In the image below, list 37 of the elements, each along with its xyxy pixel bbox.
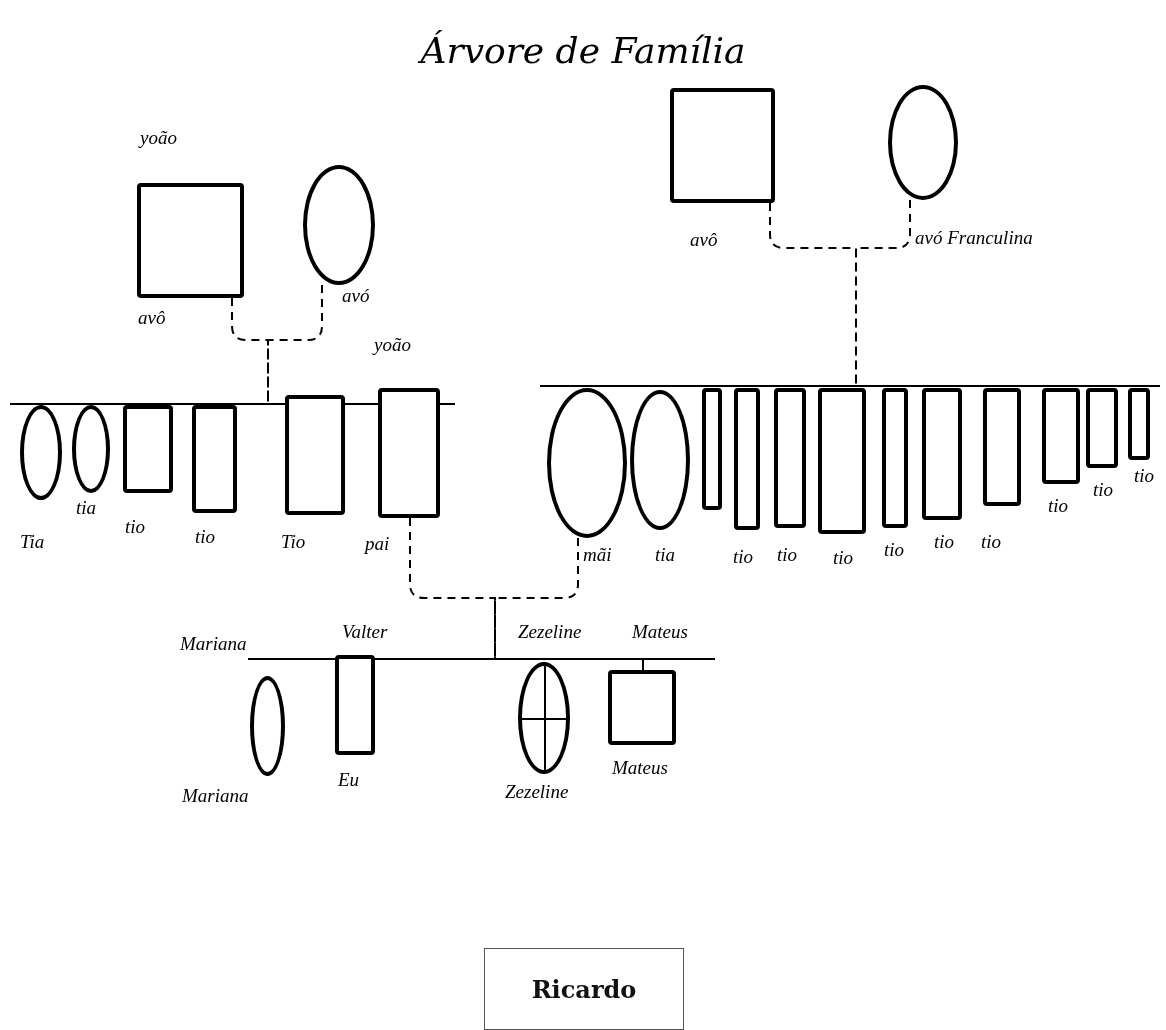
dashed-connector: [855, 199, 911, 386]
name-label: avó Franculina: [915, 226, 1033, 250]
name-label: tio: [934, 530, 955, 554]
name-label: Tio: [281, 530, 306, 554]
name-label: pai: [365, 532, 390, 556]
name-text: Ricardo: [531, 974, 637, 1004]
name-label: tio: [1134, 464, 1155, 488]
name-label: tio: [195, 525, 216, 549]
name-label: tio: [1093, 478, 1114, 502]
name-label: tio: [833, 546, 854, 570]
name-label: tia: [655, 543, 676, 567]
name-label: tio: [777, 543, 798, 567]
name-label: avó: [342, 284, 370, 308]
name-label: tio: [1048, 494, 1069, 518]
name-label: Zezeline: [505, 780, 569, 804]
name-label: avô: [138, 306, 166, 330]
name-label: avô: [690, 228, 718, 252]
name-label: tio: [733, 545, 754, 569]
title: Árvore de Família: [420, 30, 746, 71]
name-label: tio: [125, 515, 146, 539]
name-label: yoão: [374, 333, 411, 357]
name-label: mãi: [583, 543, 612, 567]
dashed-connector: [494, 537, 579, 659]
name-label: tio: [884, 538, 905, 562]
name-label: Mariana: [180, 632, 247, 656]
name-label: Mateus: [612, 756, 668, 780]
name-label: tio: [981, 530, 1002, 554]
name-label: Mateus: [632, 620, 688, 644]
name-label: Mariana: [182, 784, 249, 808]
name-label: tia: [76, 496, 97, 520]
name-label: Eu: [338, 768, 360, 792]
dashed-connector: [231, 297, 269, 404]
name-label: Zezeline: [518, 620, 582, 644]
name-label: yoão: [140, 126, 177, 150]
dashed-connector: [409, 517, 496, 659]
name-label: Valter: [342, 620, 388, 644]
name-label: Tia: [20, 530, 45, 554]
